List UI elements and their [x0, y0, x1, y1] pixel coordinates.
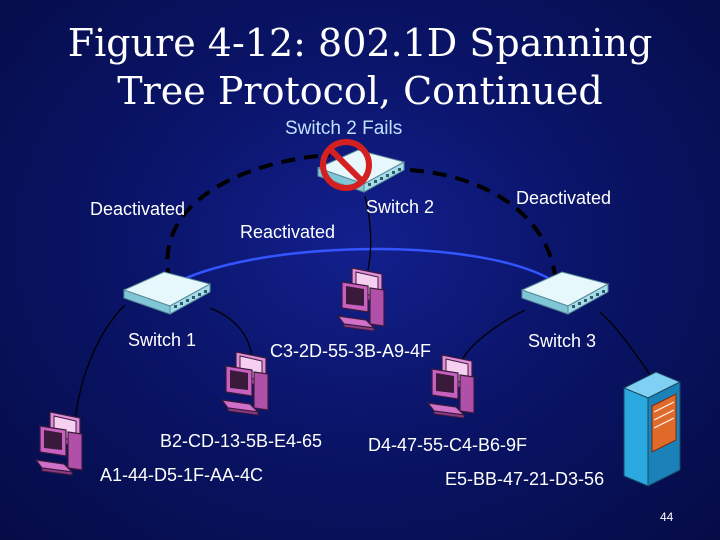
link-switch1-host-b2	[209, 307, 253, 359]
label-switch-2: Switch 2	[366, 197, 435, 217]
link-switch2-host-c3	[364, 195, 372, 271]
host-c3-mac: C3-2D-55-3B-A9-4F	[270, 341, 432, 361]
deactivated-link-left	[165, 153, 331, 283]
page-number: 44	[660, 510, 674, 524]
switch-1-icon[interactable]	[123, 271, 211, 315]
host-d4-mac: D4-47-55-C4-B6-9F	[368, 435, 528, 455]
label-switch-3: Switch 3	[528, 331, 597, 351]
host-a1-icon[interactable]	[35, 411, 83, 476]
switch-3-icon[interactable]	[521, 271, 609, 315]
label-reactivated: Reactivated	[240, 222, 336, 242]
server-e5-icon[interactable]	[622, 371, 682, 487]
deactivated-link-right	[409, 168, 557, 276]
host-a1-mac: A1-44-D5-1F-AA-4C	[100, 465, 264, 485]
label-deactivated-right: Deactivated	[516, 188, 612, 208]
label-switch-1: Switch 1	[128, 330, 197, 350]
label-deactivated-left: Deactivated	[90, 199, 186, 219]
link-switch1-host-a1	[74, 304, 126, 421]
host-b2-icon[interactable]	[221, 351, 269, 416]
reactivated-link	[169, 247, 556, 288]
slide-subtitle: Switch 2 Fails	[285, 118, 403, 139]
slide-title-line-1: Figure 4-12: 802.1D Spanning	[67, 21, 653, 65]
host-d4-icon[interactable]	[427, 354, 475, 419]
host-c3-icon[interactable]	[337, 267, 385, 332]
slide-title-line-2: Tree Protocol, Continued	[117, 69, 603, 113]
prohibition-icon	[320, 139, 372, 191]
link-switch3-server-e5	[599, 311, 653, 379]
link-switch3-host-d4	[461, 309, 526, 361]
server-e5-mac: E5-BB-47-21-D3-56	[445, 469, 605, 489]
links	[74, 153, 653, 421]
host-b2-mac: B2-CD-13-5B-E4-65	[160, 431, 323, 451]
